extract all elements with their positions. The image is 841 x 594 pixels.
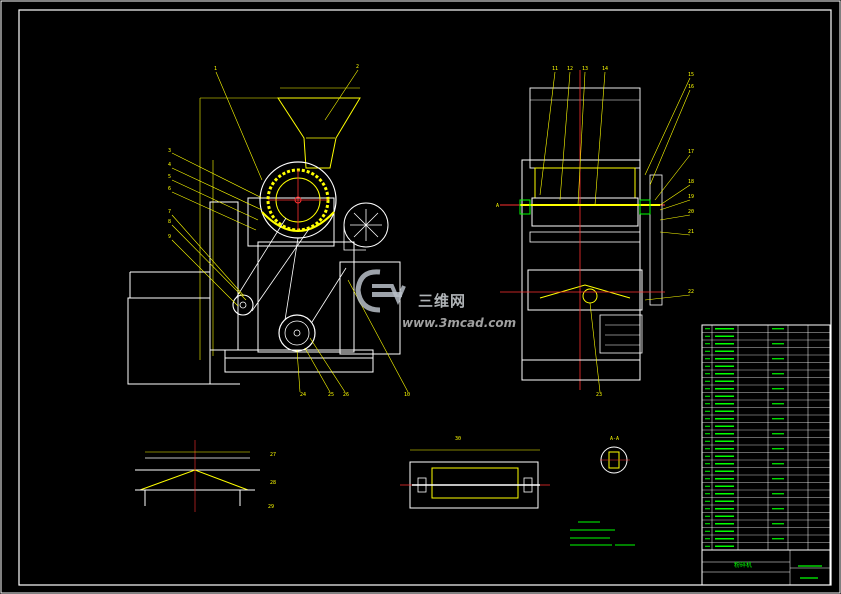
part-label: 17 bbox=[688, 149, 694, 155]
part-label: 1 bbox=[214, 66, 217, 72]
detail-label: A-A bbox=[610, 436, 619, 442]
part-label: 19 bbox=[688, 194, 694, 200]
part-label: 10 bbox=[404, 392, 410, 398]
part-label: 5 bbox=[168, 174, 171, 180]
part-label: 28 bbox=[270, 480, 276, 486]
inner-frame bbox=[18, 9, 832, 586]
side-view bbox=[500, 70, 691, 393]
part-label: 26 bbox=[343, 392, 349, 398]
part-label: 9 bbox=[168, 234, 171, 240]
part-label: 16 bbox=[688, 84, 694, 90]
part-label: 3 bbox=[168, 148, 171, 154]
part-label: 15 bbox=[688, 72, 694, 78]
drawing-title: 粉碎机 bbox=[734, 561, 752, 569]
part-label: 18 bbox=[688, 179, 694, 185]
section-label: A bbox=[496, 203, 499, 209]
part-label: 20 bbox=[688, 209, 694, 215]
part-label: 8 bbox=[168, 219, 171, 225]
watermark-logo bbox=[355, 269, 406, 313]
part-label: 12 bbox=[567, 66, 573, 72]
detail-views bbox=[135, 440, 635, 546]
part-label: 30 bbox=[455, 436, 461, 442]
part-label: 7 bbox=[168, 209, 171, 215]
part-label: 6 bbox=[168, 186, 171, 192]
part-label: 27 bbox=[270, 452, 276, 458]
title-block bbox=[701, 324, 831, 586]
part-label: 23 bbox=[596, 392, 602, 398]
part-label: 2 bbox=[356, 64, 359, 70]
part-label: 13 bbox=[582, 66, 588, 72]
part-label: 25 bbox=[328, 392, 334, 398]
part-label: 21 bbox=[688, 229, 694, 235]
watermark-url: www.3mcad.com bbox=[402, 316, 517, 330]
watermark-site-name: 三维网 bbox=[418, 292, 467, 310]
front-view bbox=[127, 69, 409, 393]
part-label: 22 bbox=[688, 289, 694, 295]
part-label: 11 bbox=[552, 66, 558, 72]
part-label: 24 bbox=[300, 392, 306, 398]
part-label: 29 bbox=[268, 504, 274, 510]
part-label: 4 bbox=[168, 162, 171, 168]
part-label: 14 bbox=[602, 66, 608, 72]
